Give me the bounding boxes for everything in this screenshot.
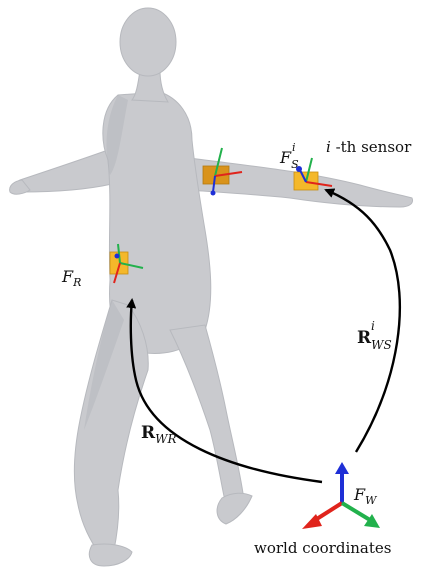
world-coordinates-caption: world coordinates	[254, 539, 391, 557]
rotation-world-root-label: RWR	[141, 423, 177, 446]
human-body-figure	[10, 8, 413, 566]
sensor-caption: i -th sensor	[326, 138, 412, 156]
head	[120, 8, 176, 76]
left-foot	[89, 544, 132, 566]
sensor-frame-superscript: i	[292, 141, 296, 154]
arrow-world-to-sensor	[326, 190, 400, 452]
rotation-world-sensor-superscript: i	[371, 319, 375, 333]
root-frame-label: FR	[61, 267, 81, 289]
sensor-frame-label: FS	[279, 148, 299, 171]
world-frame-label: FW	[353, 485, 378, 507]
right-foot	[217, 493, 252, 524]
forearm-sensor	[294, 158, 332, 190]
right-leg	[170, 325, 244, 509]
left-arm	[16, 150, 112, 192]
